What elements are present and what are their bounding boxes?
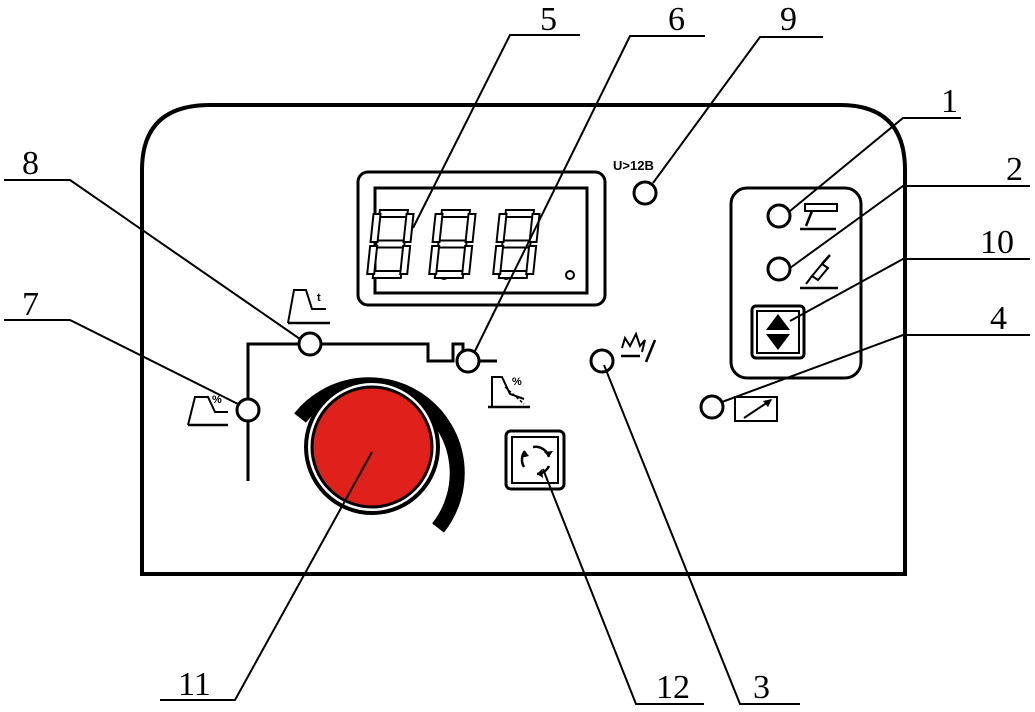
digit-segment (492, 245, 505, 275)
svg-text:t: t (317, 292, 321, 304)
callout-label: 4 (990, 300, 1007, 337)
tig-torch-icon (800, 203, 838, 231)
voltage-label: U>12B (613, 158, 654, 173)
digit-segment (436, 239, 468, 249)
digit-segment (504, 209, 536, 218)
end-current-icon: % (488, 376, 530, 409)
digital-display (356, 170, 607, 307)
digit-segment (525, 245, 538, 275)
digit-segment (495, 213, 508, 243)
current-adjust-knob[interactable] (294, 377, 465, 533)
up-down-arrow-icon (766, 314, 790, 350)
callout-label: 9 (780, 1, 797, 38)
tig-mode-led (766, 203, 792, 229)
digit-segment (428, 245, 441, 275)
callout-label: 7 (22, 286, 39, 323)
upslope-time-led (297, 331, 323, 357)
electrode-holder-icon (800, 254, 838, 290)
remote-control-led (699, 394, 725, 420)
display-digit (366, 209, 449, 280)
callout-label: 5 (540, 1, 557, 38)
display-digit (428, 209, 511, 280)
digit-segment (371, 270, 403, 279)
leader-lines (4, 34, 1030, 705)
digit-segment (399, 245, 412, 275)
digit-segment (402, 213, 415, 243)
voltage-indicator-led (632, 180, 658, 206)
callout-label: 10 (980, 224, 1014, 261)
digit-segment (464, 213, 477, 243)
mode-select-button[interactable] (750, 304, 806, 360)
decimal-point (565, 270, 575, 280)
digit-segment (369, 213, 382, 243)
fault-indicator-led (589, 348, 615, 374)
digit-segment (500, 239, 532, 249)
callout-label: 1 (941, 83, 958, 120)
digit-segment (433, 270, 465, 279)
digit-segment (461, 245, 474, 275)
remote-control-icon (734, 396, 778, 422)
parameter-cycle-button[interactable] (504, 429, 566, 491)
mode-selector-group (729, 186, 863, 380)
mma-mode-led (766, 256, 792, 282)
end-current-led (455, 348, 481, 374)
digit-segment (374, 239, 406, 249)
digit-segment (431, 213, 444, 243)
callout-labels: 1 2 3 4 5 6 7 8 9 10 11 12 (22, 1, 1023, 706)
digit-segment (440, 209, 472, 218)
callout-label: 11 (178, 666, 211, 703)
callout-label: 8 (22, 145, 39, 182)
svg-text:%: % (212, 394, 222, 406)
callout-label: 3 (753, 669, 770, 706)
digit-segment (366, 245, 379, 275)
callout-label: 12 (656, 669, 690, 706)
svg-text:%: % (512, 376, 522, 388)
start-current-icon: % (187, 394, 228, 427)
start-current-led (235, 397, 261, 423)
callout-label: 2 (1006, 151, 1023, 188)
digit-segment (378, 209, 410, 218)
overheat-icon (621, 331, 657, 363)
callout-label: 6 (668, 1, 685, 38)
upslope-time-icon: t (287, 289, 330, 325)
